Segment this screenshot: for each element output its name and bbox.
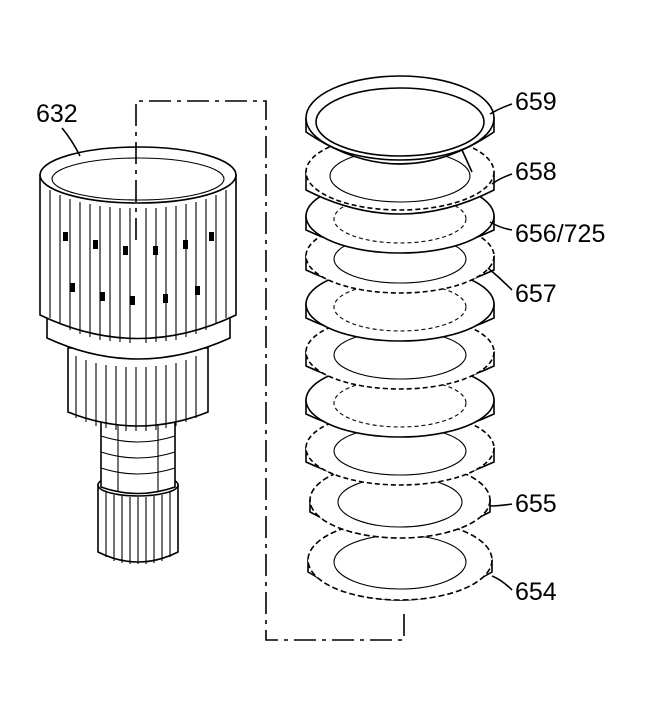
leader-656-725 [489,221,513,231]
leader-659 [489,103,513,115]
assembly-bracket-line [135,100,405,641]
leader-lines [61,103,513,591]
leader-655 [489,503,513,507]
callout-658: 658 [515,158,557,186]
callout-657: 657 [515,280,557,308]
clutch-pack-drawing [305,75,495,601]
callout-655: 655 [515,490,557,518]
leader-658 [491,173,513,185]
input-drum-drawing [39,146,237,564]
callout-654: 654 [515,578,557,606]
callout-659: 659 [515,88,557,116]
callout-632: 632 [36,100,78,128]
leader-654 [491,575,513,591]
leader-632 [61,127,81,157]
leader-657 [487,267,513,291]
callout-656-725: 656/725 [515,220,605,248]
